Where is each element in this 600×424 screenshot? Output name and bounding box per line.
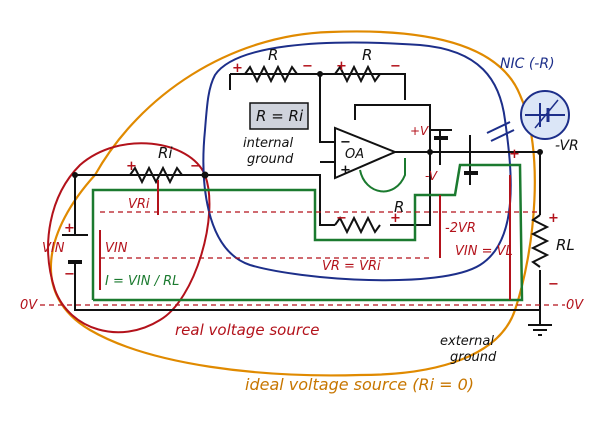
junctions: [72, 71, 543, 179]
label-r-top-right: R: [362, 46, 372, 64]
label-r-bottom: R: [394, 198, 404, 216]
label-rl: RL: [556, 236, 575, 254]
svg-text:−: −: [64, 267, 75, 282]
label-vri: VRi: [128, 197, 150, 212]
resistor-ri: [129, 165, 183, 185]
svg-text:+: +: [64, 221, 75, 236]
label-ov-left: 0V: [20, 298, 38, 313]
label-internal-ground-2: ground: [247, 152, 294, 167]
label-vin-mid: VIN: [105, 241, 128, 256]
label-vr-eq-vri: VR = VRi: [322, 259, 381, 274]
label-r-equals-ri: R = Ri: [256, 107, 304, 125]
svg-text:+: +: [336, 59, 347, 74]
label-current: I = VIN / RL: [105, 274, 179, 289]
ideal-source-boundary: [49, 30, 536, 377]
label-nic: NIC (-R): [500, 56, 555, 72]
nic-symbol: [486, 90, 570, 142]
svg-text:+: +: [509, 147, 520, 162]
voltage-brackets: [99, 175, 511, 300]
label-real-source: real voltage source: [175, 321, 319, 339]
svg-text:+: +: [126, 159, 137, 174]
svg-text:+: +: [548, 211, 559, 226]
svg-text:−: −: [390, 59, 401, 74]
svg-text:+: +: [340, 163, 351, 178]
label-ri: Ri: [158, 144, 173, 162]
label-plus-v: +V: [410, 124, 429, 138]
svg-text:−: −: [302, 59, 313, 74]
label-ov-right: 0V: [566, 298, 584, 313]
svg-text:+: +: [390, 211, 401, 226]
svg-text:−: −: [190, 159, 201, 174]
label-internal-ground-1: internal: [243, 136, 293, 151]
label-external-ground-1: external: [440, 334, 494, 349]
svg-text:−: −: [336, 211, 347, 226]
opamp-symbol: [334, 126, 398, 180]
label-minus-2vr: -2VR: [445, 221, 476, 236]
label-minus-v: -V: [425, 169, 438, 183]
resistors: [129, 64, 550, 268]
label-minus-vr: -VR: [555, 138, 579, 154]
ground-icon: [528, 324, 552, 336]
label-external-ground-2: ground: [450, 350, 497, 365]
battery-vin: [62, 234, 88, 264]
svg-text:−: −: [548, 277, 559, 292]
svg-text:−: −: [340, 135, 351, 150]
resistor-bottom: [334, 215, 381, 235]
current-loop-inner: [359, 158, 406, 193]
label-opamp: OA: [345, 147, 364, 162]
resistor-top-left: [244, 64, 298, 84]
dashed-lines: [40, 211, 565, 306]
label-vin-eq-vl: VIN = VL: [455, 244, 513, 259]
polarity-marks: + − + − + − − + − + + − + − +: [64, 59, 559, 292]
resistor-top-right: [334, 64, 381, 84]
r-equals-box: [249, 102, 309, 130]
real-source-boundary: [47, 142, 211, 334]
label-ideal-source: ideal voltage source (Ri = 0): [245, 375, 474, 394]
svg-text:+: +: [232, 61, 243, 76]
label-vin-left: VIN: [42, 241, 65, 256]
label-r-top-left: R: [268, 46, 278, 64]
resistor-rl: [530, 214, 550, 268]
current-loop: [91, 163, 524, 302]
